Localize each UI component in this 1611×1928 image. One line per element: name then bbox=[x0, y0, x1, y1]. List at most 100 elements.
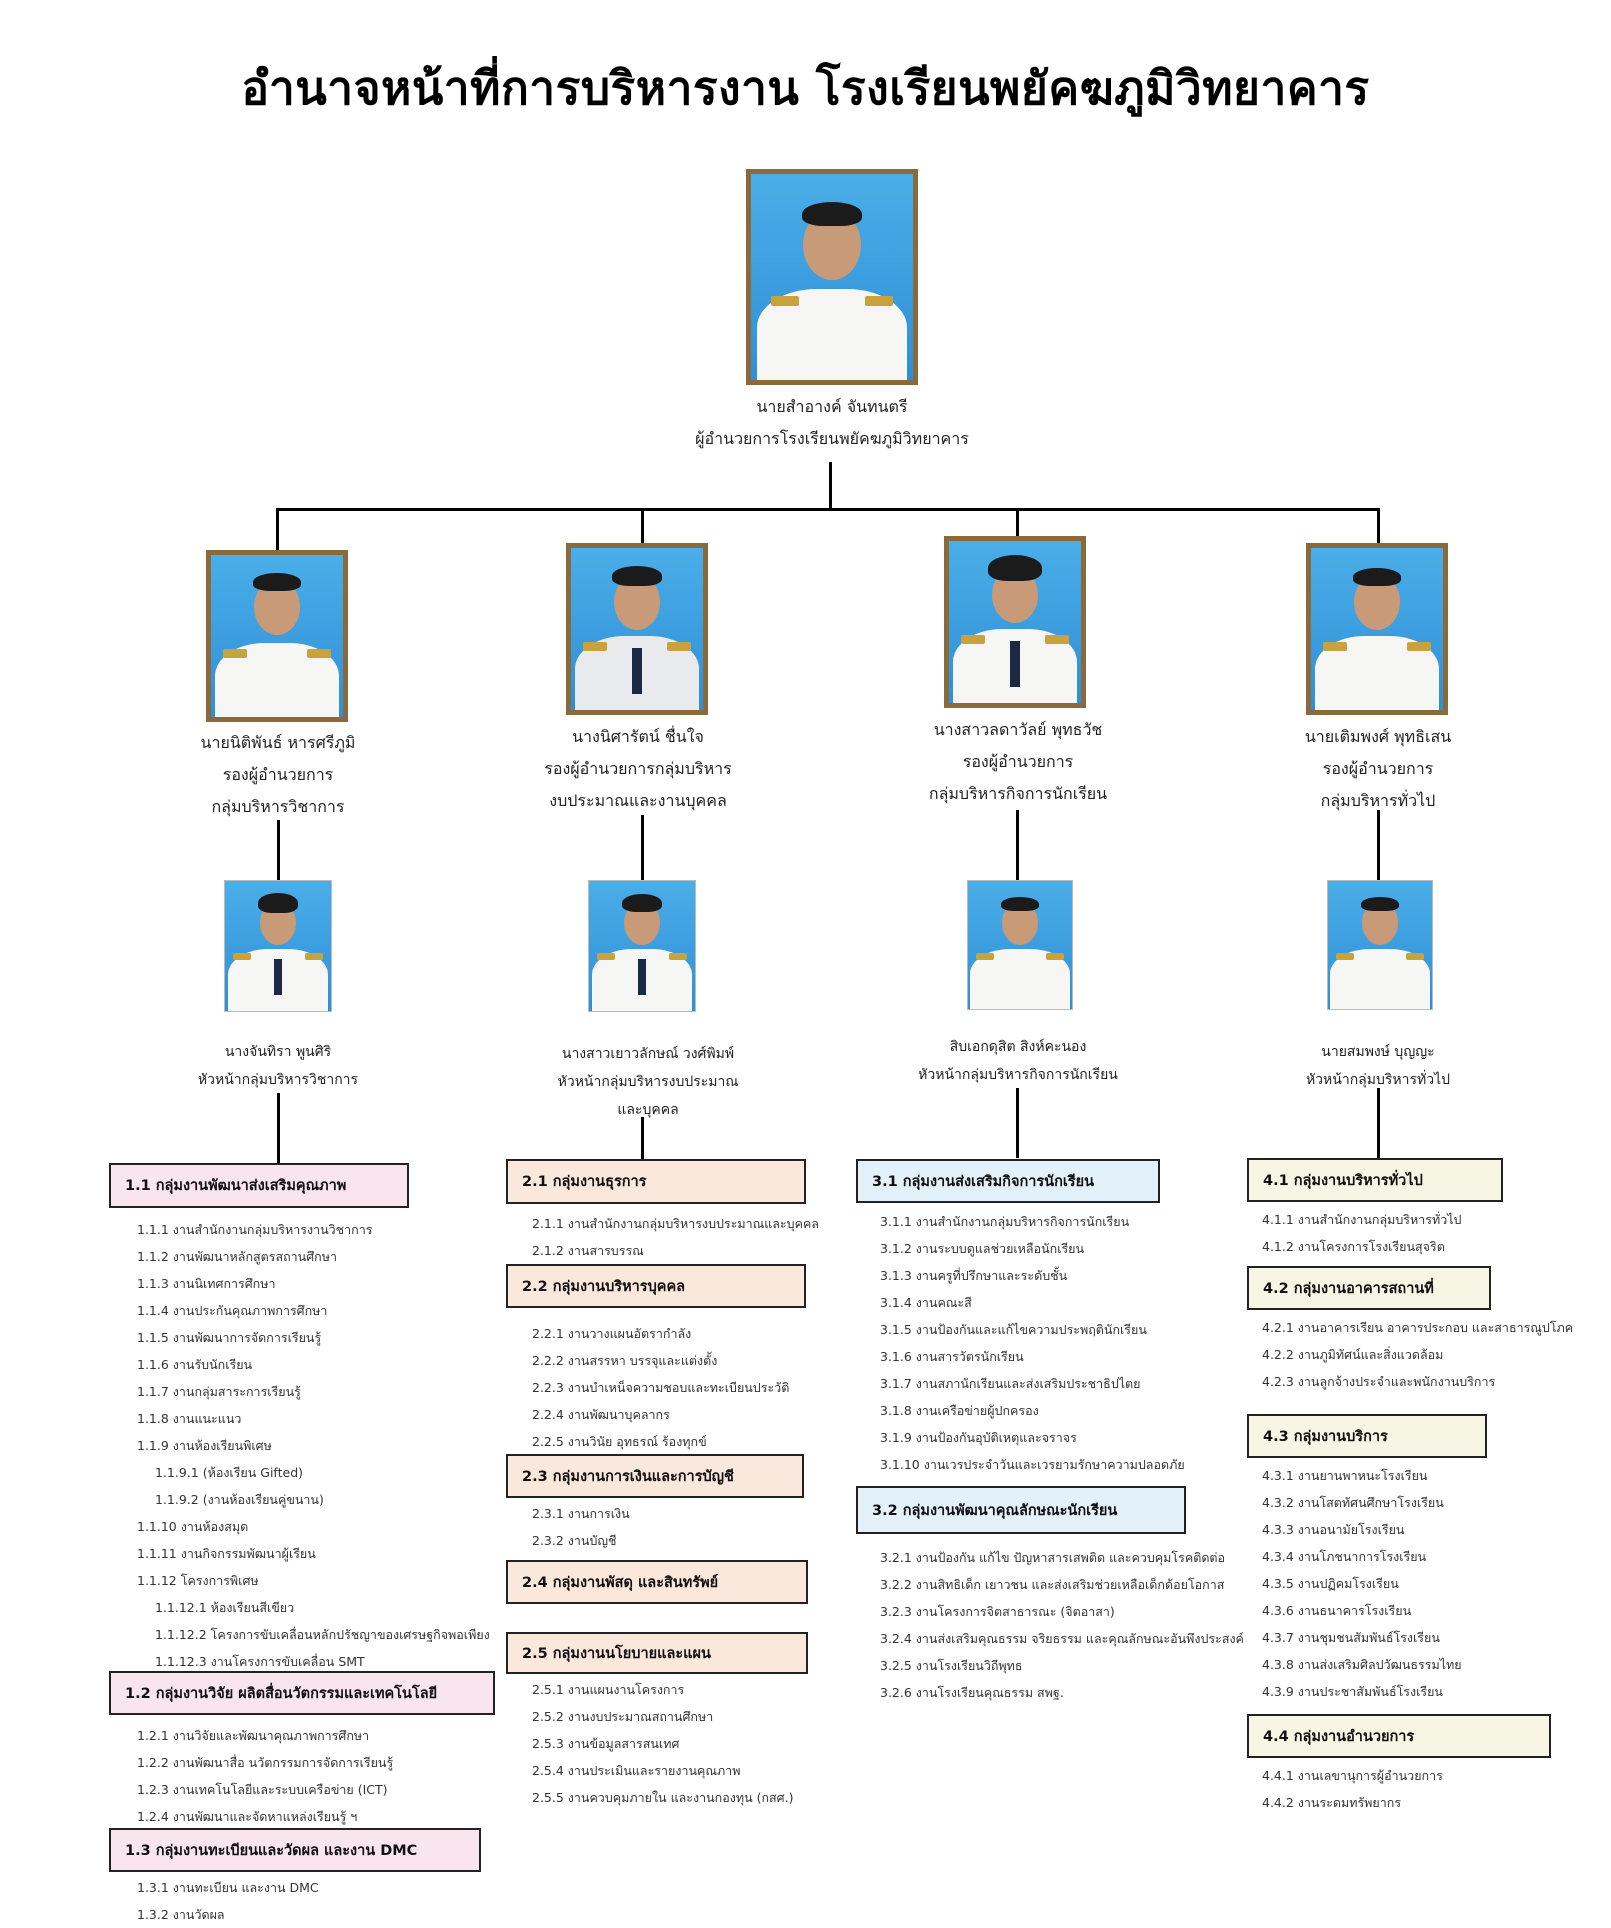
group-items-1-3: 1.3.1 งานทะเบียน และงาน DMC 1.3.2 งานวัดผ… bbox=[137, 1874, 497, 1928]
head-4-position: หัวหน้ากลุ่มบริหารทั่วไป bbox=[1305, 1072, 1451, 1088]
list-item: 4.3.2 งานโสตทัศนศึกษาโรงเรียน bbox=[1262, 1495, 1444, 1510]
connector bbox=[641, 1117, 644, 1159]
head-2-position: หัวหน้ากลุ่มบริหารงบประมาณ bbox=[557, 1074, 739, 1090]
list-item: 3.2.6 งานโรงเรียนคุณธรรม สพฐ. bbox=[880, 1685, 1064, 1700]
deputy-1-name: นายนิติพันธ์ หารศรีภูมิ bbox=[200, 733, 356, 752]
group-box-4-1: 4.1 กลุ่มงานบริหารทั่วไป bbox=[1247, 1158, 1503, 1202]
list-item: 4.3.7 งานชุมชนสัมพันธ์โรงเรียน bbox=[1262, 1630, 1440, 1645]
list-item: 2.3.2 งานบัญชี bbox=[532, 1533, 617, 1548]
list-item: 4.3.6 งานธนาคารโรงเรียน bbox=[1262, 1603, 1412, 1618]
connector bbox=[1016, 810, 1019, 880]
list-item: 1.1.12.1 ห้องเรียนสีเขียว bbox=[155, 1600, 295, 1615]
deputy-4-name: นายเติมพงศ์ พุทธิเสน bbox=[1304, 727, 1452, 746]
group-box-2-4: 2.4 กลุ่มงานพัสดุ และสินทรัพย์ bbox=[506, 1560, 808, 1604]
list-item: 1.1.5 งานพัฒนาการจัดการเรียนรู้ bbox=[137, 1330, 322, 1345]
group-items-4-2: 4.2.1 งานอาคารเรียน อาคารประกอบ และสาธาร… bbox=[1262, 1314, 1602, 1395]
group-box-1-3: 1.3 กลุ่มงานทะเบียนและวัดผล และงาน DMC bbox=[109, 1828, 481, 1872]
connector bbox=[641, 508, 644, 544]
list-item: 1.1.8 งานแนะแนว bbox=[137, 1411, 242, 1426]
deputy-3-name: นางสาวลดาวัลย์ พุทธวัช bbox=[933, 720, 1103, 739]
list-item: 3.2.1 งานป้องกัน แก้ไข ปัญหาสารเสพติด แล… bbox=[880, 1550, 1226, 1565]
group-box-3-2: 3.2 กลุ่มงานพัฒนาคุณลักษณะนักเรียน bbox=[856, 1486, 1186, 1534]
deputy-4-photo bbox=[1306, 543, 1448, 715]
list-item: 4.2.3 งานลูกจ้างประจำและพนักงานบริการ bbox=[1262, 1374, 1496, 1389]
connector bbox=[1016, 508, 1019, 536]
connector bbox=[276, 508, 279, 552]
list-item: 1.3.2 งานวัดผล bbox=[137, 1907, 225, 1922]
head-3-position: หัวหน้ากลุ่มบริหารกิจการนักเรียน bbox=[918, 1067, 1118, 1083]
list-item: 2.3.1 งานการเงิน bbox=[532, 1506, 630, 1521]
list-item: 3.2.2 งานสิทธิเด็ก เยาวชน และส่งเสริมช่ว… bbox=[880, 1577, 1225, 1592]
connector bbox=[1377, 810, 1380, 880]
deputy-4-group: กลุ่มบริหารทั่วไป bbox=[1320, 791, 1436, 810]
list-item: 3.1.7 งานสภานักเรียนและส่งเสริมประชาธิปไ… bbox=[880, 1376, 1141, 1391]
connector bbox=[1377, 508, 1380, 544]
group-box-1-2: 1.2 กลุ่มงานวิจัย ผลิตสื่อนวัตกรรมและเทค… bbox=[109, 1671, 495, 1715]
deputy-3-photo bbox=[944, 536, 1086, 708]
list-item: 4.2.2 งานภูมิทัศน์และสิ่งแวดล้อม bbox=[1262, 1347, 1444, 1362]
list-item: 1.1.12 โครงการพิเศษ bbox=[137, 1573, 259, 1588]
group-items-3-2: 3.2.1 งานป้องกัน แก้ไข ปัญหาสารเสพติด แล… bbox=[880, 1544, 1260, 1706]
connector bbox=[1016, 1088, 1019, 1158]
list-item: 1.1.2 งานพัฒนาหลักสูตรสถานศึกษา bbox=[137, 1249, 337, 1264]
deputy-3-group: กลุ่มบริหารกิจการนักเรียน bbox=[928, 784, 1108, 803]
list-item: 4.1.2 งานโครงการโรงเรียนสุจริต bbox=[1262, 1239, 1445, 1254]
group-items-1-1: 1.1.1 งานสำนักงานกลุ่มบริหารงานวิชาการ 1.… bbox=[137, 1216, 517, 1675]
group-box-3-1: 3.1 กลุ่มงานส่งเสริมกิจการนักเรียน bbox=[856, 1159, 1160, 1203]
list-item: 3.1.2 งานระบบดูแลช่วยเหลือนักเรียน bbox=[880, 1241, 1085, 1256]
list-item: 2.5.5 งานควบคุมภายใน และงานกองทุน (กสศ.) bbox=[532, 1790, 794, 1805]
list-item: 3.1.10 งานเวรประจำวันและเวรยามรักษาความป… bbox=[880, 1457, 1185, 1472]
list-item: 3.1.6 งานสารวัตรนักเรียน bbox=[880, 1349, 1024, 1364]
group-items-2-1: 2.1.1 งานสำนักงานกลุ่มบริหารงบประมาณและบ… bbox=[532, 1210, 862, 1264]
page-title: อำนาจหน้าที่การบริหารงาน โรงเรียนพยัคฆภู… bbox=[241, 61, 1370, 115]
list-item: 2.1.1 งานสำนักงานกลุ่มบริหารงบประมาณและบ… bbox=[532, 1216, 819, 1231]
list-item: 1.1.9 งานห้องเรียนพิเศษ bbox=[137, 1438, 272, 1453]
list-item: 4.1.1 งานสำนักงานกลุ่มบริหารทั่วไป bbox=[1262, 1212, 1462, 1227]
head-2-position-cont: และบุคคล bbox=[617, 1102, 679, 1118]
list-item: 4.4.2 งานระดมทรัพยากร bbox=[1262, 1795, 1402, 1810]
deputy-1-group: กลุ่มบริหารวิชาการ bbox=[211, 797, 345, 816]
list-item: 3.2.3 งานโครงการจิตสาธารณะ (จิตอาสา) bbox=[880, 1604, 1115, 1619]
deputy-2-photo bbox=[566, 543, 708, 715]
connector bbox=[641, 815, 644, 880]
list-item: 3.1.9 งานป้องกันอุบัติเหตุและจราจร bbox=[880, 1430, 1077, 1445]
list-item: 1.1.6 งานรับนักเรียน bbox=[137, 1357, 253, 1372]
list-item: 2.2.4 งานพัฒนาบุคลากร bbox=[532, 1407, 670, 1422]
list-item: 1.2.3 งานเทคโนโลยีและระบบเครือข่าย (ICT) bbox=[137, 1782, 388, 1797]
head-3-photo bbox=[967, 880, 1073, 1010]
list-item: 1.1.7 งานกลุ่มสาระการเรียนรู้ bbox=[137, 1384, 301, 1399]
connector bbox=[1377, 1088, 1380, 1158]
connector bbox=[829, 462, 832, 510]
list-item: 4.3.5 งานปฏิคมโรงเรียน bbox=[1262, 1576, 1399, 1591]
head-3-name: สิบเอกดุสิต สิงห์คะนอง bbox=[949, 1039, 1087, 1055]
connector bbox=[277, 1093, 280, 1163]
list-item: 2.2.5 งานวินัย อุทธรณ์ ร้องทุกข์ bbox=[532, 1434, 707, 1449]
group-box-1-1: 1.1 กลุ่มงานพัฒนาส่งเสริมคุณภาพ bbox=[109, 1163, 409, 1208]
list-item: 1.1.1 งานสำนักงานกลุ่มบริหารงานวิชาการ bbox=[137, 1222, 373, 1237]
list-item: 3.2.5 งานโรงเรียนวิถีพุทธ bbox=[880, 1658, 1023, 1673]
list-item: 3.1.5 งานป้องกันและแก้ไขความประพฤตินักเร… bbox=[880, 1322, 1147, 1337]
list-item: 3.1.8 งานเครือข่ายผู้ปกครอง bbox=[880, 1403, 1039, 1418]
group-box-2-2: 2.2 กลุ่มงานบริหารบุคคล bbox=[506, 1264, 806, 1308]
list-item: 4.3.8 งานส่งเสริมศิลปวัฒนธรรมไทย bbox=[1262, 1657, 1462, 1672]
deputy-4-position: รองผู้อำนวยการ bbox=[1322, 759, 1434, 778]
list-item: 1.1.10 งานห้องสมุด bbox=[137, 1519, 249, 1534]
list-item: 1.1.12.2 โครงการขับเคลื่อนหลักปรัชญาของเ… bbox=[155, 1627, 490, 1642]
group-items-4-1: 4.1.1 งานสำนักงานกลุ่มบริหารทั่วไป 4.1.2 … bbox=[1262, 1206, 1592, 1260]
group-box-2-5: 2.5 กลุ่มงานนโยบายและแผน bbox=[506, 1632, 808, 1674]
director-position: ผู้อำนวยการโรงเรียนพยัคฆภูมิวิทยาคาร bbox=[695, 429, 969, 448]
director-photo bbox=[746, 169, 918, 385]
list-item: 2.5.1 งานแผนงานโครงการ bbox=[532, 1682, 685, 1697]
list-item: 1.2.4 งานพัฒนาและจัดหาแหล่งเรียนรู้ ฯ bbox=[137, 1809, 358, 1824]
list-item: 1.3.1 งานทะเบียน และงาน DMC bbox=[137, 1880, 319, 1895]
list-item: 3.1.3 งานครูที่ปรึกษาและระดับชั้น bbox=[880, 1268, 1068, 1283]
connector bbox=[277, 820, 280, 880]
list-item: 1.1.9.1 (ห้องเรียน Gifted) bbox=[155, 1465, 304, 1480]
head-2-photo bbox=[588, 880, 696, 1012]
connector bbox=[276, 508, 1380, 511]
group-box-4-3: 4.3 กลุ่มงานบริการ bbox=[1247, 1414, 1487, 1458]
